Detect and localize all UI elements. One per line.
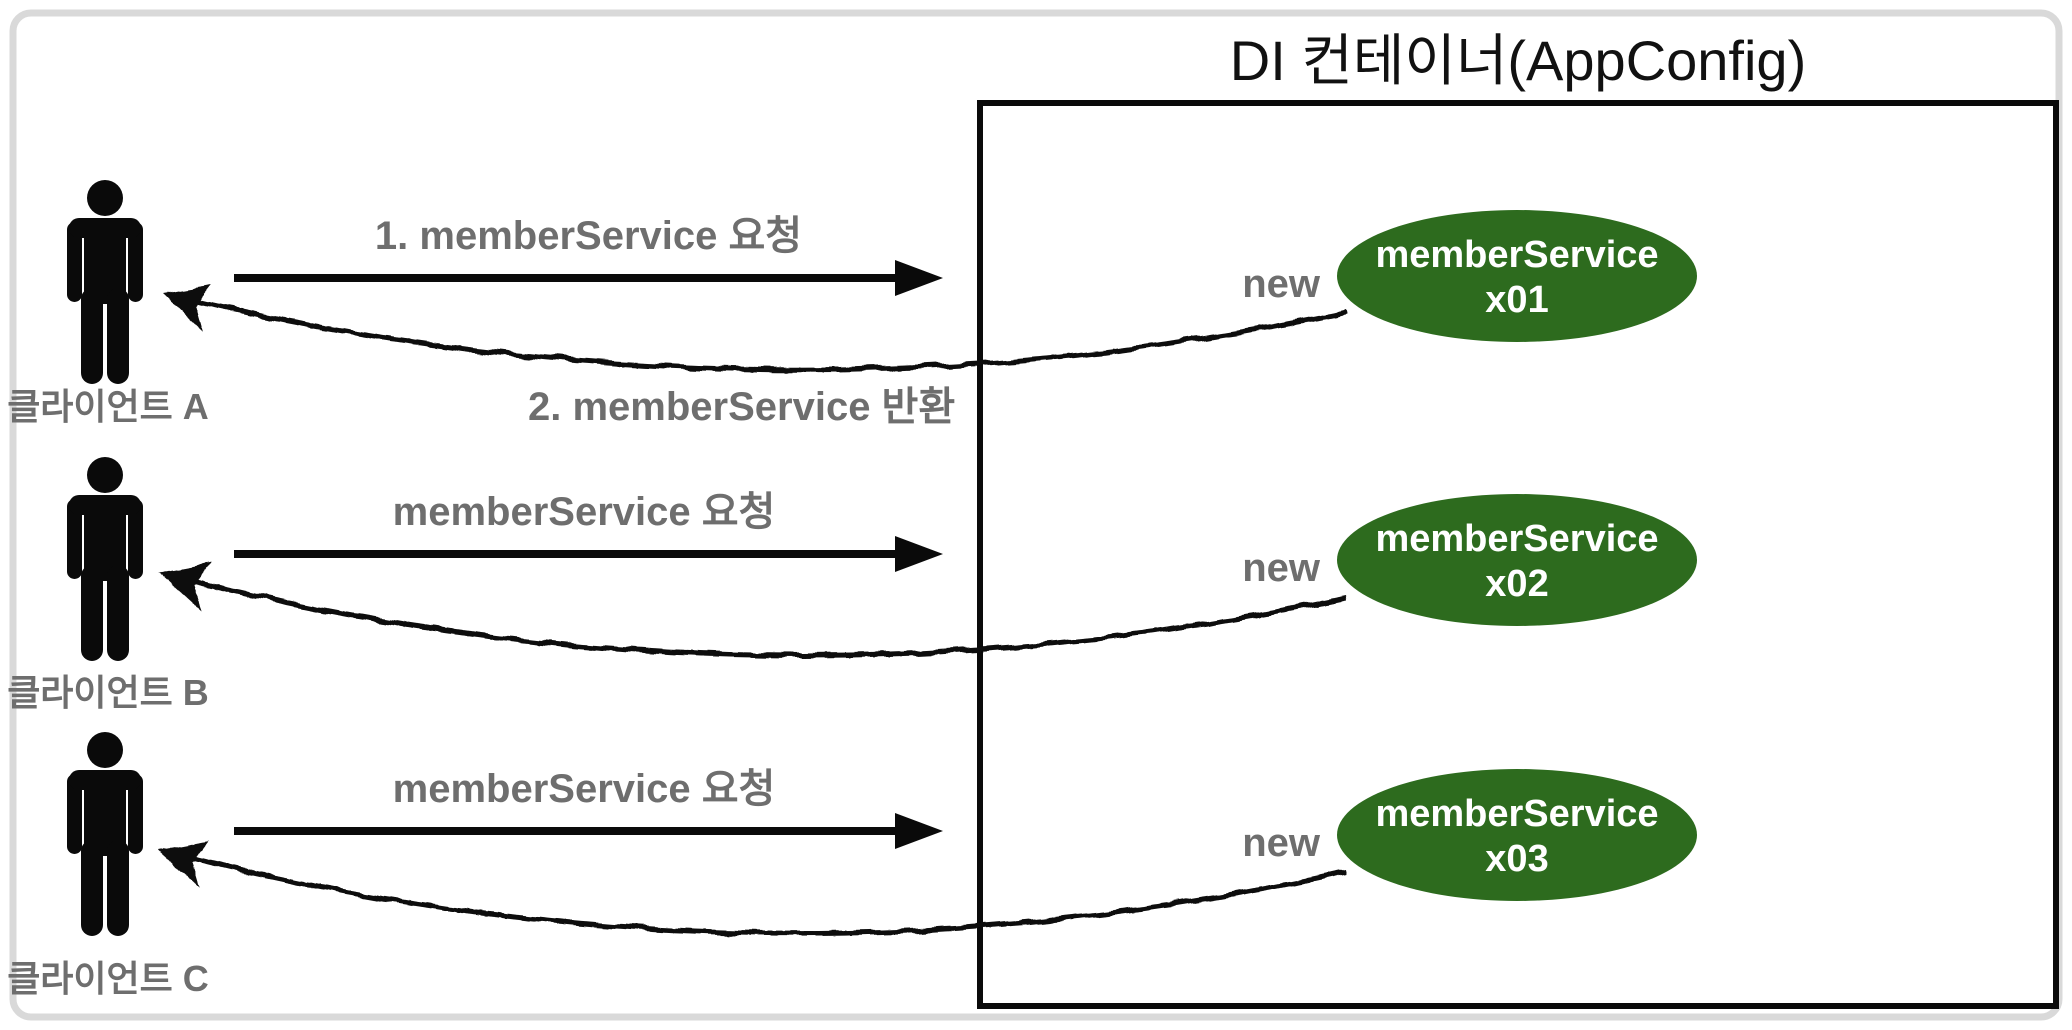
member-service-x01-line1: memberService — [1375, 234, 1659, 276]
request-arrowhead-a — [895, 260, 943, 296]
member-service-ellipse-x03 — [1337, 769, 1697, 901]
member-service-x03-line2: x03 — [1485, 838, 1549, 880]
request-arrows — [234, 274, 900, 835]
request-label-a: 1. memberService 요청 — [374, 214, 803, 258]
client-b-label: 클라이언트 B — [7, 672, 209, 713]
member-service-x01-line2: x01 — [1485, 279, 1549, 321]
request-arrowhead-c — [895, 813, 943, 849]
return-curve-b — [163, 571, 1347, 659]
return-label-a: 2. memberService 반환 — [528, 385, 956, 429]
new-label-c: new — [1242, 821, 1320, 865]
member-service-ellipse-x01 — [1337, 210, 1697, 342]
return-curve-c — [161, 848, 1347, 936]
request-arrowheads — [895, 260, 943, 849]
member-service-x03-line1: memberService — [1375, 793, 1659, 835]
return-curve-a — [165, 291, 1349, 373]
member-service-x02-line1: memberService — [1375, 518, 1659, 560]
di-container-title: DI 컨테이너(AppConfig) — [1229, 29, 1807, 92]
member-service-x02-text: memberService x02 — [1337, 494, 1697, 626]
new-label-a: new — [1242, 262, 1320, 306]
member-service-ellipse-x02 — [1337, 494, 1697, 626]
request-label-b: memberService 요청 — [392, 490, 776, 534]
member-service-x02-line2: x02 — [1485, 563, 1549, 605]
member-service-x01-text: memberService x01 — [1337, 210, 1697, 342]
new-label-b: new — [1242, 546, 1320, 590]
di-container-box — [977, 100, 2059, 1009]
client-c-label: 클라이언트 C — [7, 958, 209, 999]
client-a-label: 클라이언트 A — [7, 386, 209, 427]
return-arrow-curves — [161, 291, 1349, 936]
request-label-c: memberService 요청 — [392, 767, 776, 811]
request-arrowhead-b — [895, 536, 943, 572]
member-service-x03-text: memberService x03 — [1337, 769, 1697, 901]
